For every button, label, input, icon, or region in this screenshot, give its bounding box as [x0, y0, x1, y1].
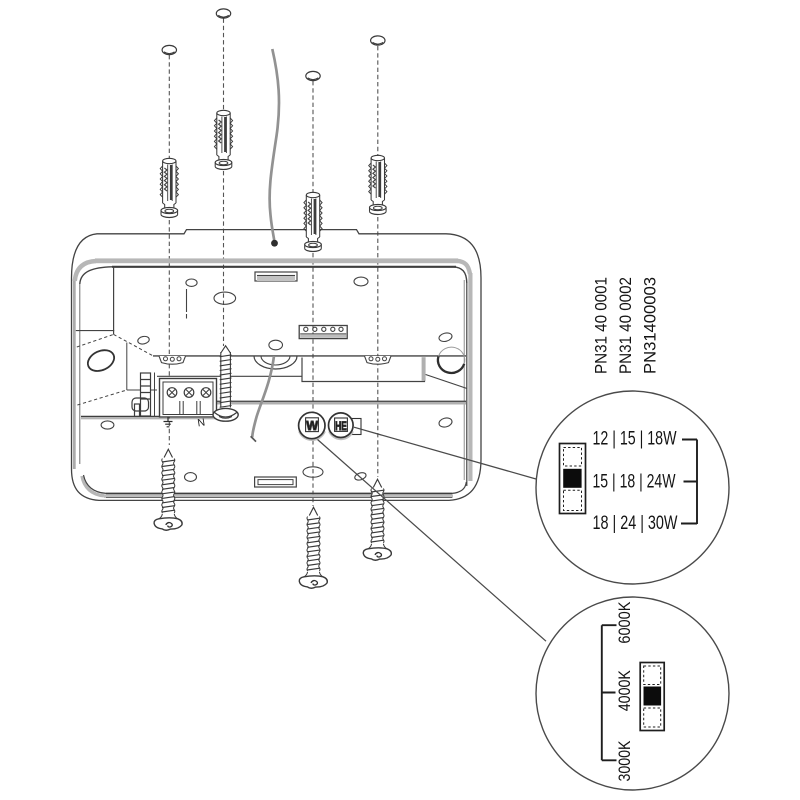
svg-text:3000K: 3000K — [615, 740, 634, 782]
svg-text:4000K: 4000K — [615, 670, 634, 712]
svg-text:W: W — [306, 419, 318, 433]
svg-text:N: N — [197, 416, 206, 429]
svg-text:12 | 15 | 18W: 12 | 15 | 18W — [593, 429, 677, 450]
svg-text:6000K: 6000K — [615, 601, 634, 644]
svg-text:HE: HE — [335, 421, 347, 433]
svg-text:15 | 18 | 24W: 15 | 18 | 24W — [593, 472, 676, 493]
svg-text:PN31 40 0002: PN31 40 0002 — [617, 277, 635, 374]
svg-text:PN31 40 0001: PN31 40 0001 — [593, 277, 611, 374]
svg-text:18 | 24 | 30W: 18 | 24 | 30W — [593, 513, 678, 534]
svg-text:PN31400003: PN31400003 — [642, 277, 660, 374]
